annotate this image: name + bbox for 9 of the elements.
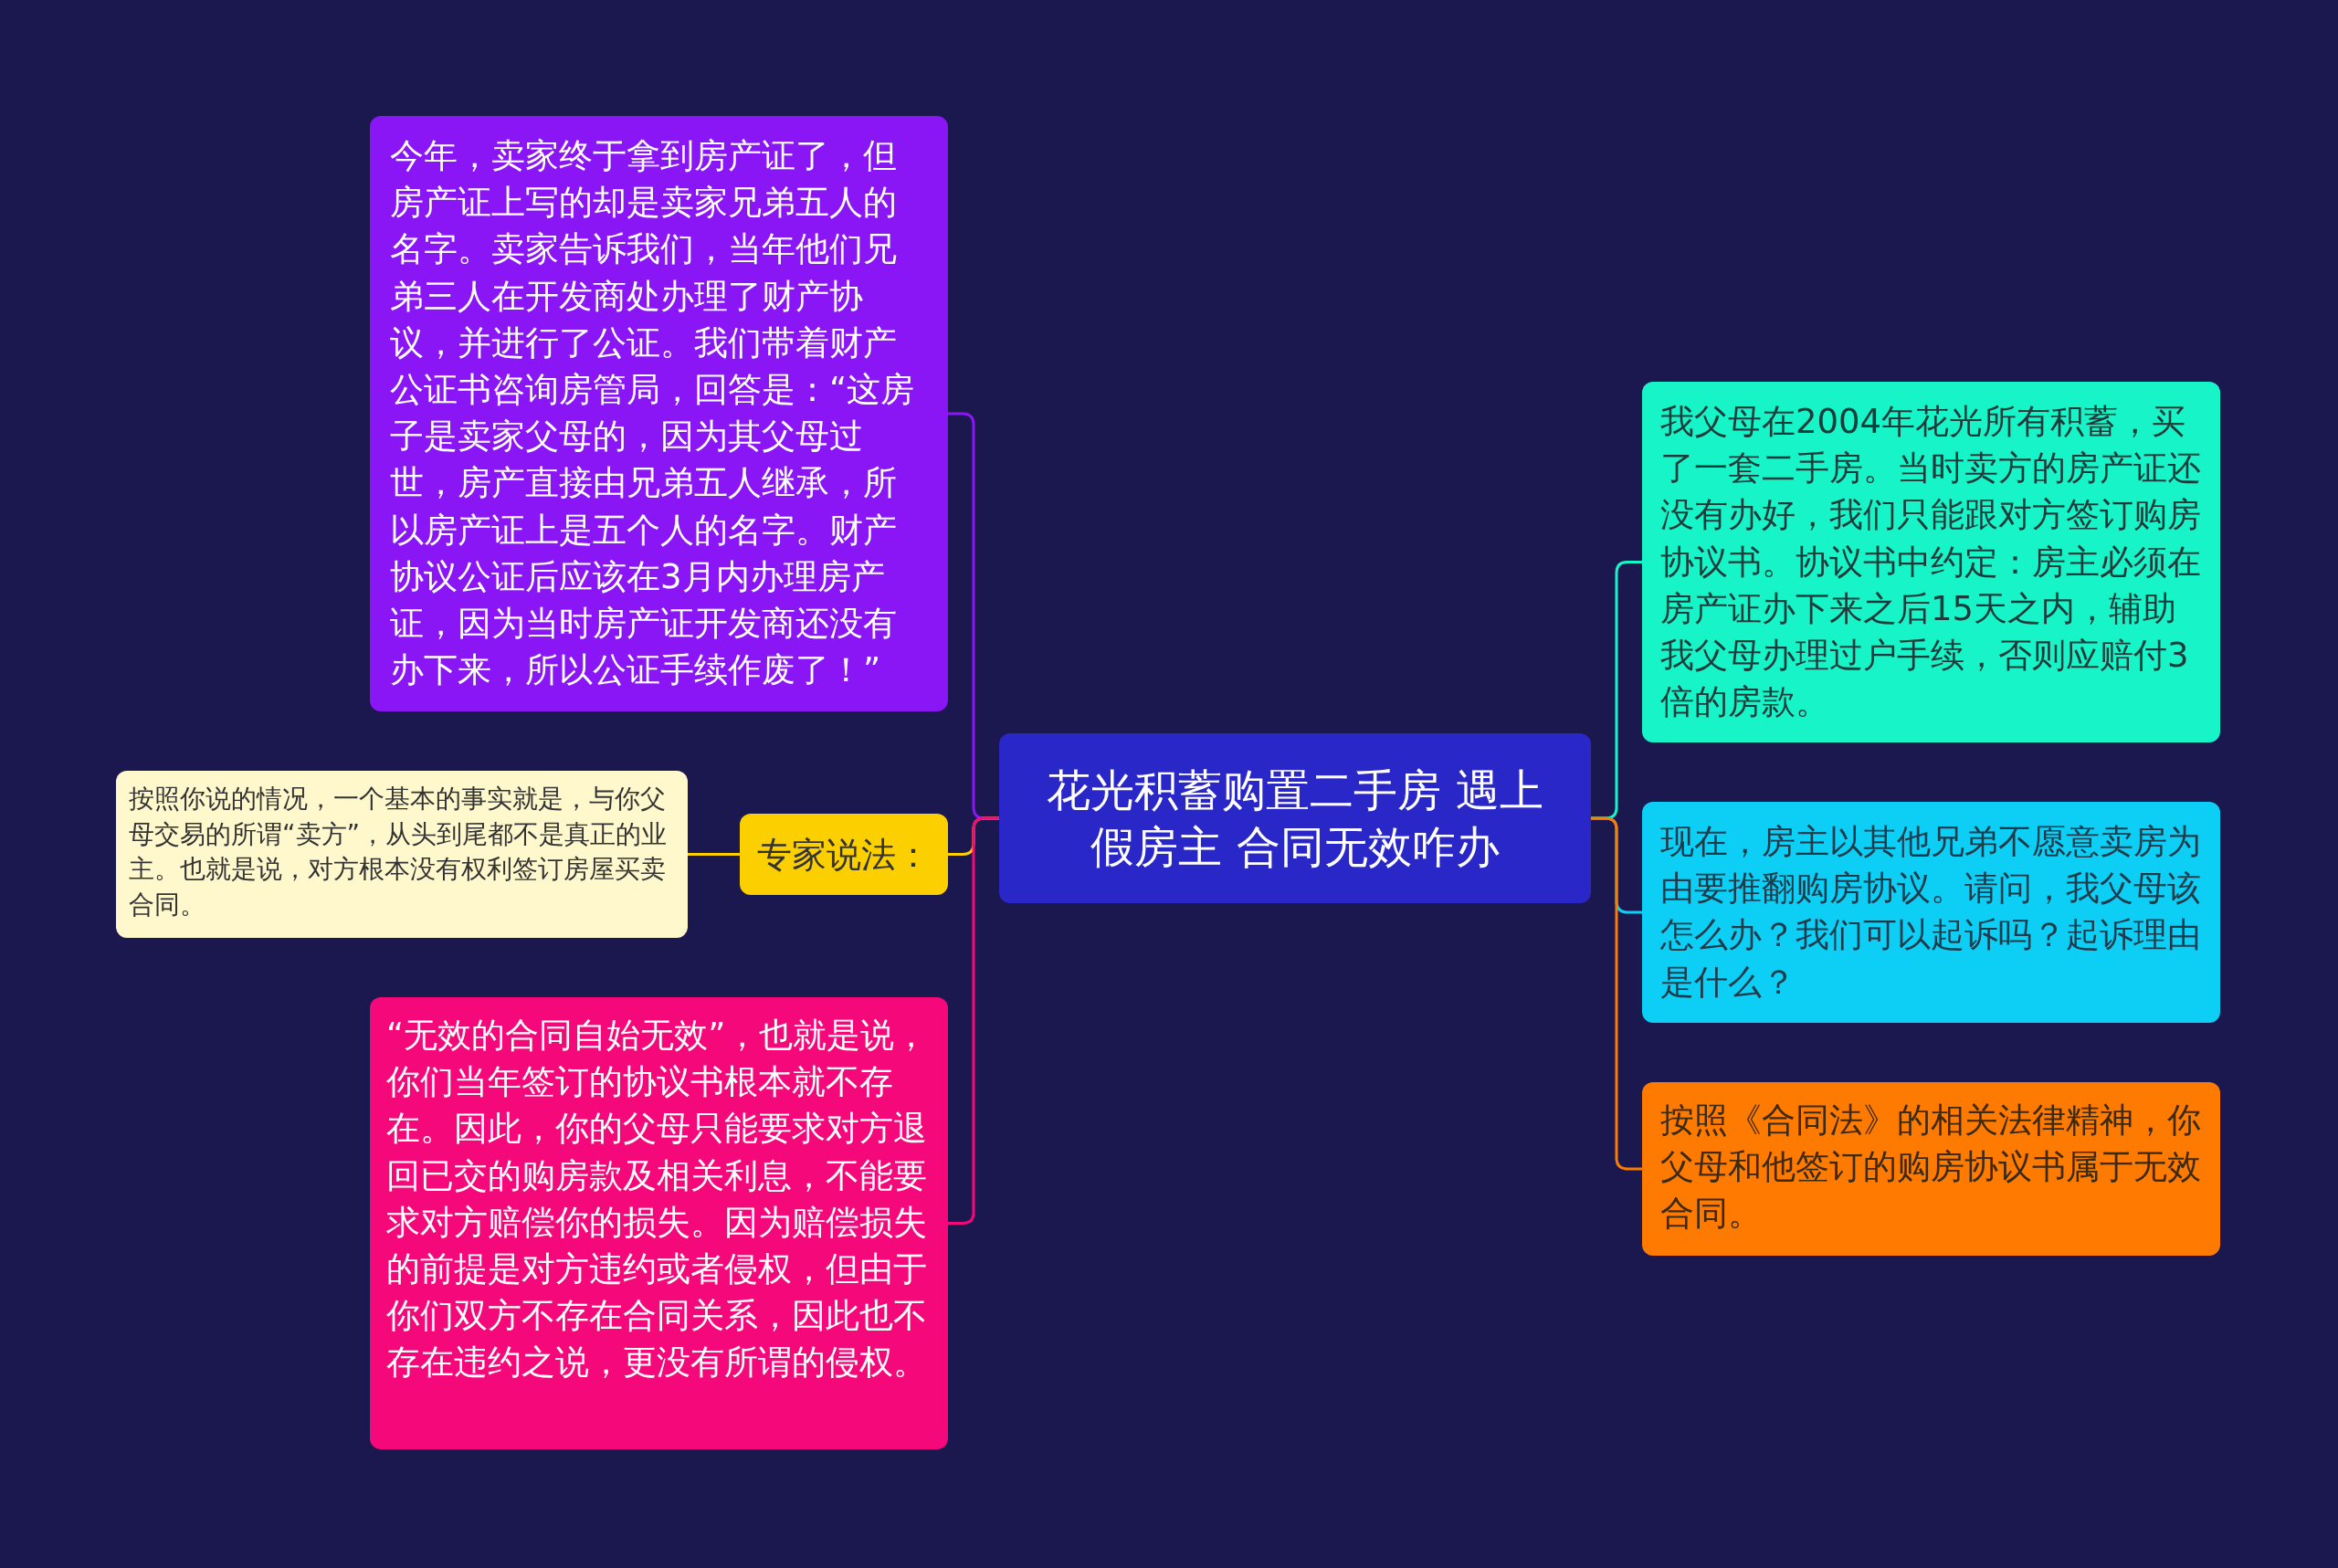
topic-box: 花光积蓄购置二手房 遇上假房主 合同无效咋办 xyxy=(999,733,1591,903)
text-box: 按照《合同法》的相关法律精神，你父母和他签订的购房协议书属于无效合同。 xyxy=(1642,1082,2220,1256)
note-box: 按照你说的情况，一个基本的事实就是，与你父母交易的所谓“卖方”，从头到尾都不是真正的业主。也就是说，对方根本没有权利签订房屋买卖合同。 xyxy=(116,771,688,938)
connector-line xyxy=(688,853,740,856)
label-box: 专家说法： xyxy=(740,814,948,895)
text-box: 现在，房主以其他兄弟不愿意卖房为由要推翻购房协议。请问，我父母该怎么办？我们可以起诉吗？起诉理由是什么？ xyxy=(1642,802,2220,1023)
text-box: 我父母在2004年花光所有积蓄，买了一套二手房。当时卖方的房产证还没有办好，我们只能跟对方签订购房协议书。协议书中约定：房主必须在房产证办下来之后15天之内，辅助我父母办理过户手续，否则应赔付3倍的房款。 xyxy=(1642,382,2220,742)
text-box: 今年，卖家终于拿到房产证了，但房产证上写的却是卖家兄弟五人的名字。卖家告诉我们，当年他们兄弟三人在开发商处办理了财产协议，并进行了公证。我们带着财产公证书咨询房管局，回答是：“这房子是卖家父母的，因为其父母过世，房产直接由兄弟五人继承，所以房产证上是五个人的名字。财产协议公证后应该在3月内办理房产证，因为当时房产证开发商还没有办下来，所以公证手续作废了！” xyxy=(370,116,948,711)
text-box: “无效的合同自始无效”，也就是说，你们当年签订的协议书根本就不存在。因此，你的父母只能要求对方退回已交的购房款及相关利息，不能要求对方赔偿你的损失。因为赔偿损失的前提是对方违约或者侵权，但由于你们双方不存在合同关系，因此也不存在违约之说，更没有所谓的侵权。 xyxy=(370,997,948,1449)
